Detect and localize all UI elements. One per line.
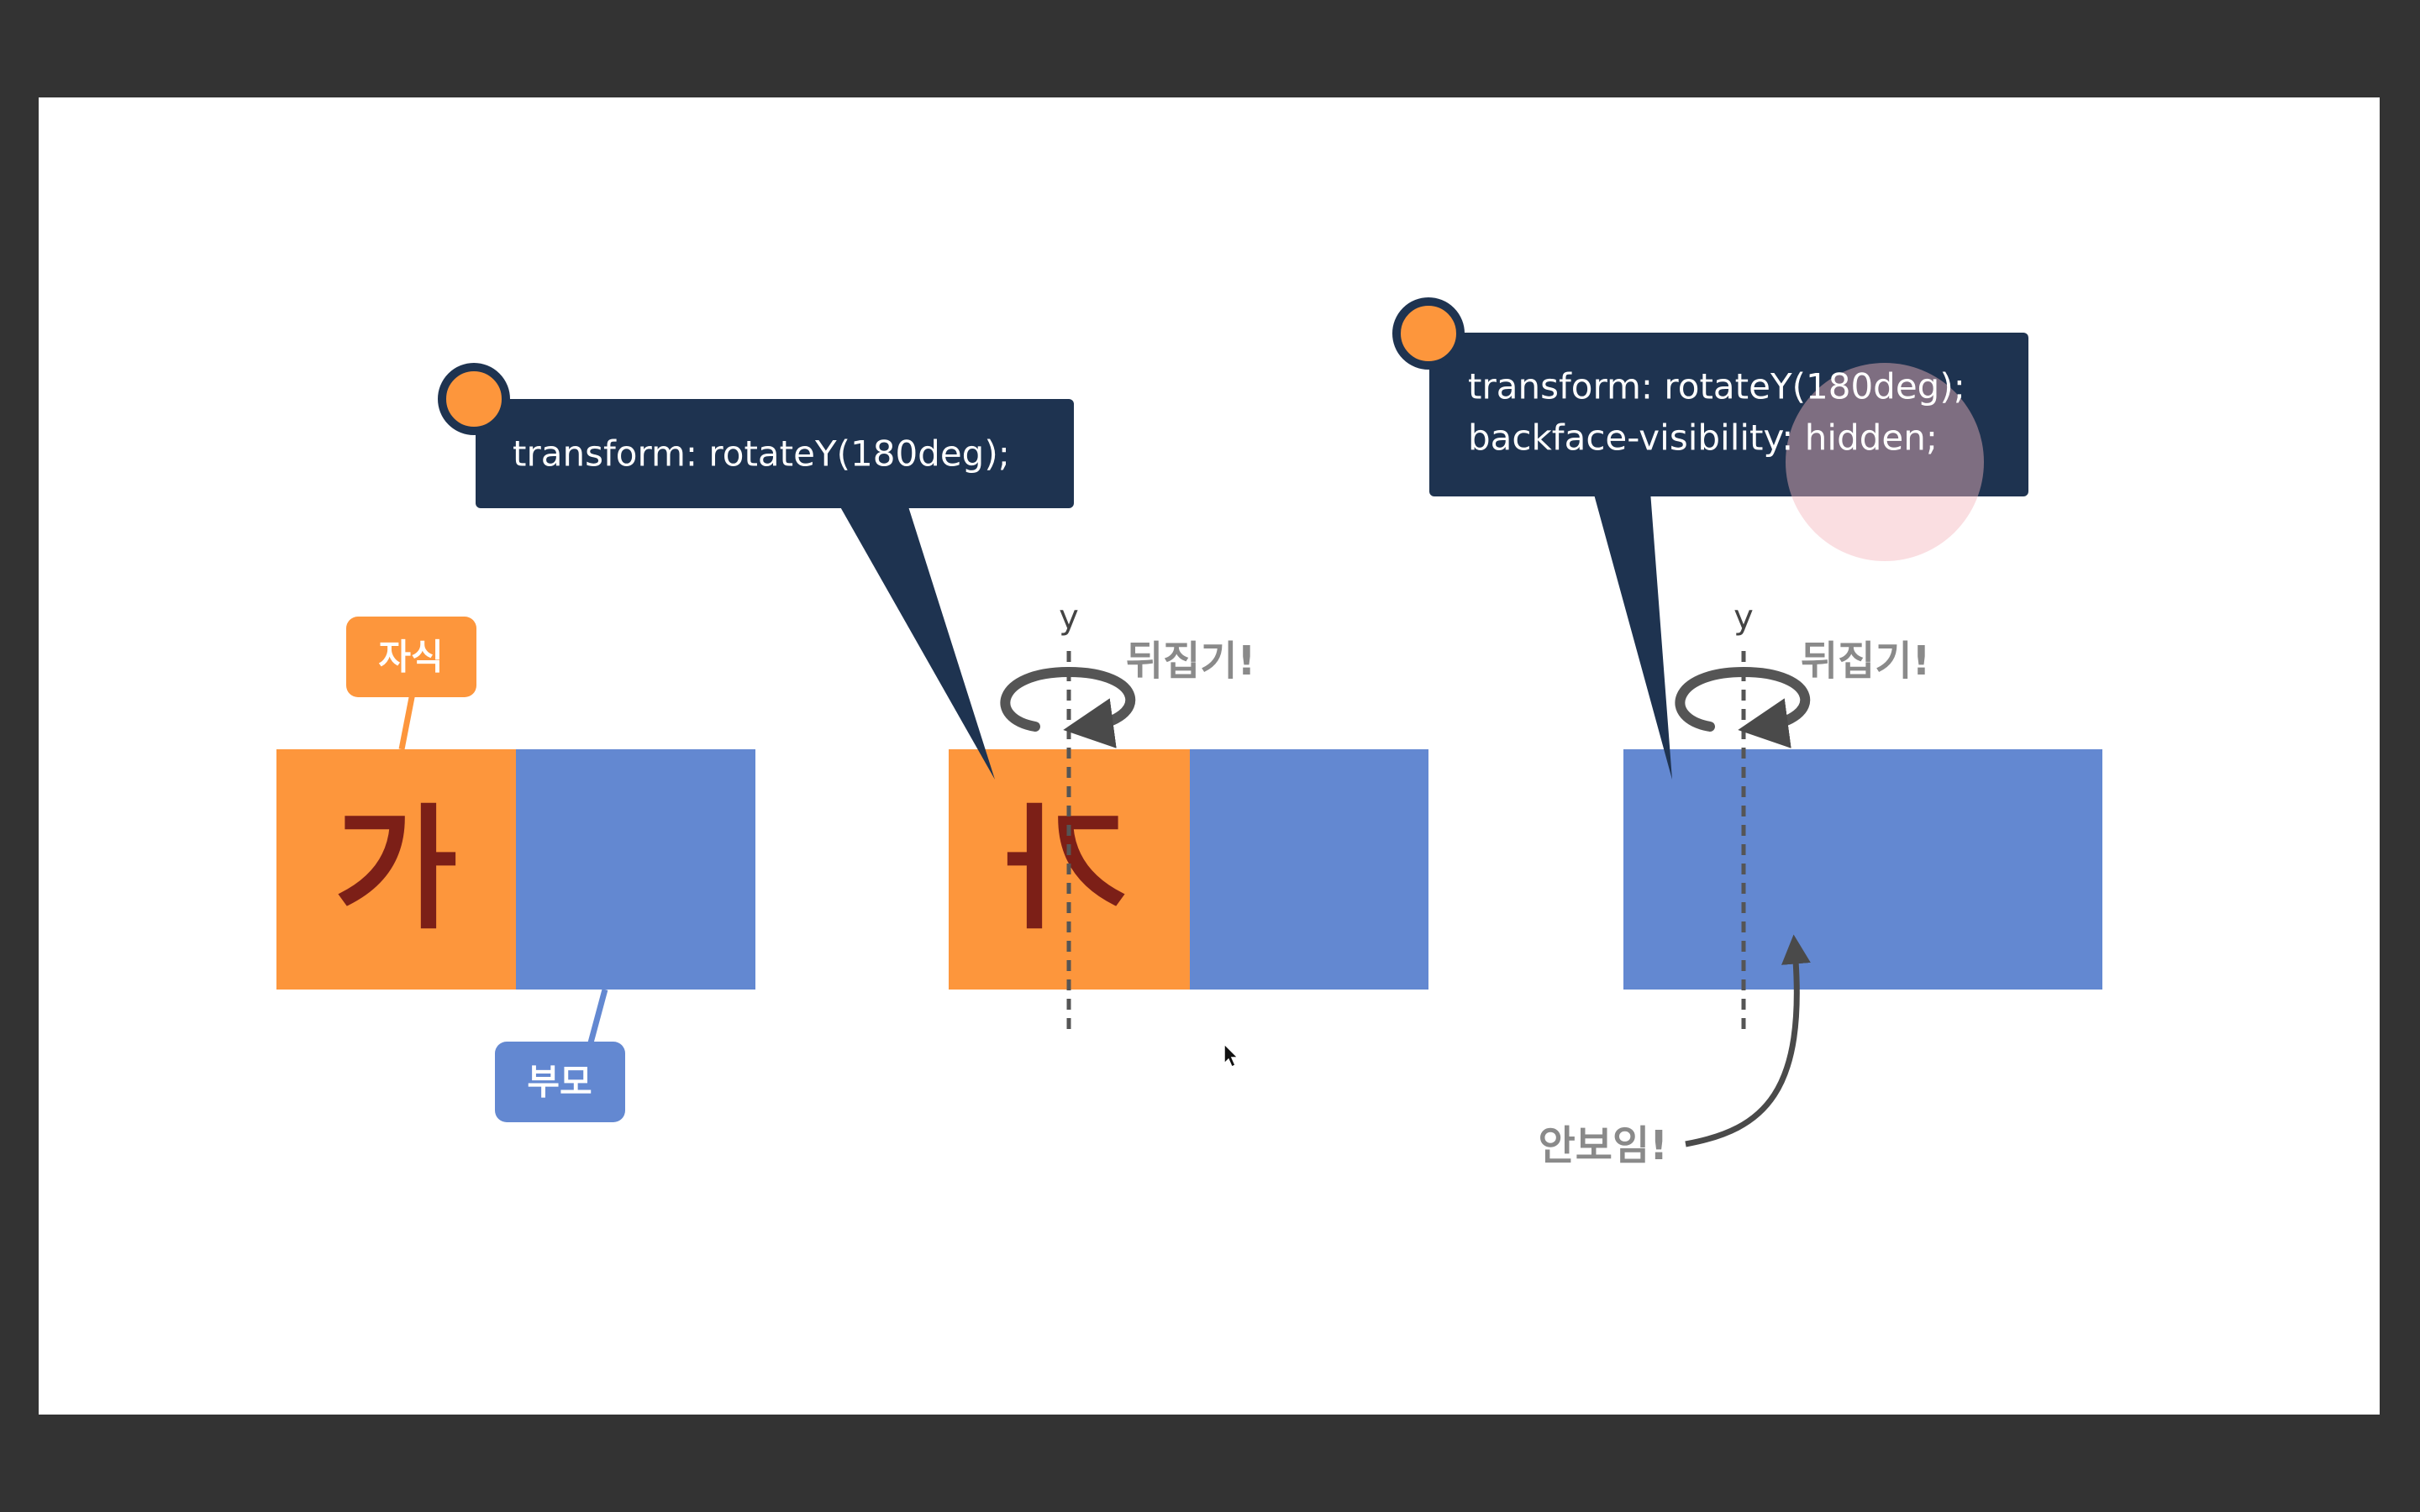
code-callout-2 <box>476 399 1074 508</box>
click-highlight <box>1786 363 1984 561</box>
panel-rotated: 가 y 뒤집기! transform: rotateY(180deg); <box>438 363 1428 1029</box>
parent-label: 부모 <box>527 1062 592 1103</box>
rotate-arrow-icon <box>1000 666 1136 748</box>
callout-dot-3 <box>1392 297 1465 370</box>
callout-dot-2 <box>438 363 510 435</box>
callout-pointer-2 <box>839 504 995 780</box>
y-axis-label-2: y <box>1059 598 1079 637</box>
child-label-connector <box>398 688 417 750</box>
rotate-arrow-icon-3 <box>1675 666 1811 748</box>
parent-label-badge <box>495 1042 625 1122</box>
child-label: 자식 <box>378 637 443 678</box>
mouse-cursor-icon <box>1223 1042 1239 1068</box>
parent-box-3 <box>1623 749 2102 990</box>
code-line-3b: backface-visibility: hidden; <box>1468 417 1938 459</box>
callout-pointer-3 <box>1593 491 1672 780</box>
child-char: 가 <box>334 791 457 948</box>
child-label-badge <box>346 617 476 697</box>
flip-label-3: 뒤집기! <box>1801 638 1930 685</box>
hidden-label: 안보임! <box>1539 1122 1668 1169</box>
panel-default: 가 자식 부모 <box>276 617 755 1122</box>
child-box <box>276 749 516 990</box>
code-line-2: transform: rotateY(180deg); <box>513 433 1010 475</box>
panel-hidden: y 뒤집기! transform: rotateY(180deg); backf… <box>1392 297 2102 1169</box>
flip-label-2: 뒤집기! <box>1126 638 1255 685</box>
hidden-arrow <box>1685 934 1811 1147</box>
code-callout-3 <box>1429 333 2028 496</box>
y-axis-label-3: y <box>1733 598 1754 637</box>
parent-label-connector <box>587 989 608 1047</box>
code-line-3a: transform: rotateY(180deg); <box>1468 366 1965 407</box>
